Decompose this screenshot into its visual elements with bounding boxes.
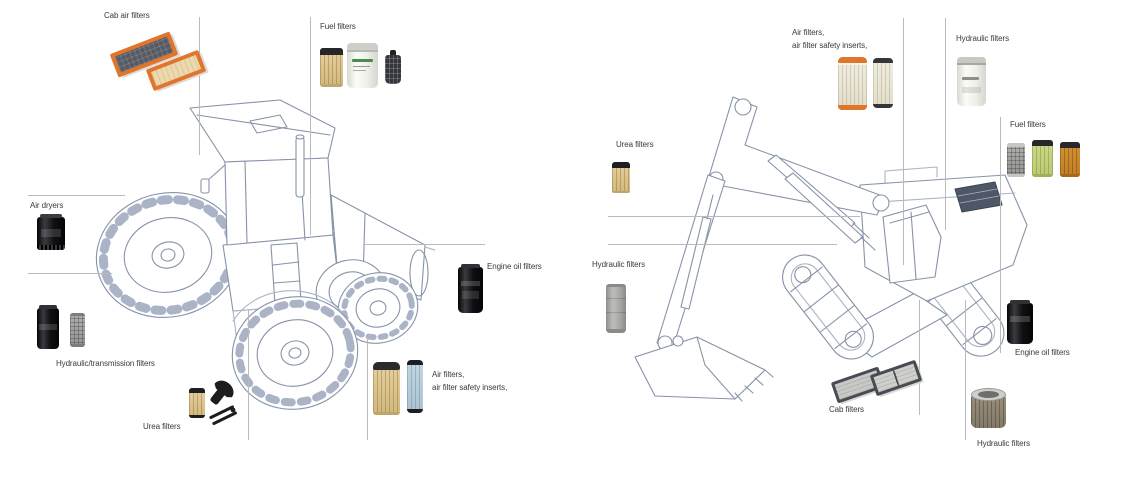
connector-line bbox=[248, 310, 249, 440]
connector-line bbox=[28, 273, 112, 274]
label-cab-filters: Cab filters bbox=[829, 405, 864, 414]
hydraulic-transmission-element-image bbox=[70, 313, 85, 347]
engine-oil-spin-on-image bbox=[1007, 300, 1033, 344]
connector-line bbox=[28, 195, 125, 196]
label-hydraulic-filters-top: Hydraulic filters bbox=[956, 34, 1009, 43]
label-fuel-filters: Fuel filters bbox=[320, 22, 356, 31]
label-urea-filters: Urea filters bbox=[616, 140, 654, 149]
label-engine-oil-filters: Engine oil filters bbox=[487, 262, 542, 271]
label-air-filters: Air filters, air filter safety inserts, bbox=[432, 370, 508, 392]
fuel-strainer-image bbox=[385, 50, 401, 84]
fuel-cartridge-green-image bbox=[1032, 140, 1053, 177]
label-hydraulic-transmission-filters: Hydraulic/transmission filters bbox=[56, 359, 155, 368]
label-hydraulic-filters-bottom: Hydraulic filters bbox=[977, 439, 1030, 448]
connector-line bbox=[919, 300, 920, 415]
fuel-cartridge-image bbox=[320, 48, 343, 87]
label-air-filters: Air filters, air filter safety inserts, bbox=[792, 28, 868, 50]
connector-line bbox=[199, 17, 200, 155]
connector-line bbox=[310, 17, 311, 235]
connector-line bbox=[367, 337, 368, 440]
connector-line bbox=[608, 216, 860, 217]
tractor-illustration bbox=[95, 99, 435, 410]
connector-line bbox=[608, 244, 837, 245]
air-safety-insert-image bbox=[407, 360, 423, 413]
engine-oil-spin-on-image bbox=[458, 264, 483, 313]
urea-cartridge-image bbox=[612, 162, 630, 193]
connector-line bbox=[1000, 117, 1001, 353]
hydraulic-transmission-spin-on-image bbox=[37, 305, 59, 349]
air-filter-main-image bbox=[373, 362, 400, 415]
air-dryer-image bbox=[37, 214, 65, 250]
hydraulic-spin-on-image bbox=[957, 57, 986, 106]
air-safety-insert-image bbox=[873, 58, 893, 108]
label-air-dryers: Air dryers bbox=[30, 201, 64, 210]
label-engine-oil-filters: Engine oil filters bbox=[1015, 348, 1070, 357]
connector-line bbox=[903, 18, 904, 265]
urea-plug-and-clip-image bbox=[209, 380, 237, 425]
connector-line bbox=[945, 18, 946, 230]
label-urea-filters: Urea filters bbox=[143, 422, 181, 431]
fuel-strainer-cartridge-image bbox=[1007, 143, 1025, 177]
hydraulic-element-grey-image bbox=[606, 284, 626, 333]
label-cab-air-filters: Cab air filters bbox=[104, 11, 150, 20]
connector-line bbox=[363, 244, 485, 245]
label-fuel-filters: Fuel filters bbox=[1010, 120, 1046, 129]
air-filter-main-image bbox=[838, 57, 867, 110]
label-hydraulic-filters-left: Hydraulic filters bbox=[592, 260, 645, 269]
fuel-cartridge-amber-image bbox=[1060, 142, 1080, 177]
connector-line bbox=[965, 300, 966, 440]
excavator-illustration bbox=[634, 96, 1028, 402]
urea-cartridge-image bbox=[189, 388, 205, 418]
fuel-spin-on-image bbox=[347, 43, 378, 88]
hydraulic-round-element-image bbox=[971, 388, 1006, 429]
